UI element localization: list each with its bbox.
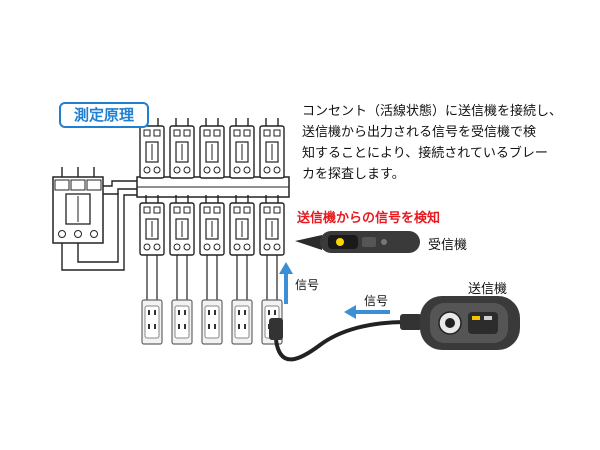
receiver-label: 受信機 xyxy=(428,238,468,253)
breaker-icon xyxy=(199,194,225,256)
signal-left-label: 信号 xyxy=(364,294,389,308)
signal-up-label: 信号 xyxy=(295,278,320,292)
description-line: カを探査します。 xyxy=(302,167,405,182)
breaker-icon xyxy=(169,194,195,256)
outlet-icon xyxy=(141,299,163,345)
detect-callout: 送信機からの信号を検知 xyxy=(297,211,441,226)
transmitter-label: 送信機 xyxy=(468,282,508,297)
arrow-up-icon xyxy=(279,262,293,304)
arrow-left-icon xyxy=(344,305,390,319)
description-line: コンセント（活線状態）に送信機を接続し、 xyxy=(302,104,563,119)
outlets xyxy=(141,299,283,345)
lower-breakers xyxy=(139,194,285,256)
principle-badge: 測定原理 xyxy=(59,102,149,128)
outlet-icon xyxy=(231,299,253,345)
busbar xyxy=(136,176,290,198)
description: コンセント（活線状態）に送信機を接続し、 送信機から出力される信号を受信機で検 … xyxy=(302,101,572,185)
breaker-icon xyxy=(259,194,285,256)
breaker-icon xyxy=(169,117,195,179)
breaker-icon xyxy=(229,117,255,179)
transmitter-cable xyxy=(269,318,406,362)
breaker-icon xyxy=(229,194,255,256)
breaker-icon xyxy=(199,117,225,179)
breaker-icon xyxy=(139,194,165,256)
upper-breakers xyxy=(139,117,285,179)
outlet-icon xyxy=(201,299,223,345)
main-breaker-icon xyxy=(52,167,137,271)
transmitter-device-icon xyxy=(400,296,520,350)
breaker-icon xyxy=(259,117,285,179)
receiver-probe-icon xyxy=(295,231,420,253)
description-line: 送信機から出力される信号を受信機で検 xyxy=(302,125,537,140)
description-line: 知することにより、接続されているブレー xyxy=(302,146,548,161)
outlet-icon xyxy=(171,299,193,345)
branch-wires xyxy=(146,255,278,300)
